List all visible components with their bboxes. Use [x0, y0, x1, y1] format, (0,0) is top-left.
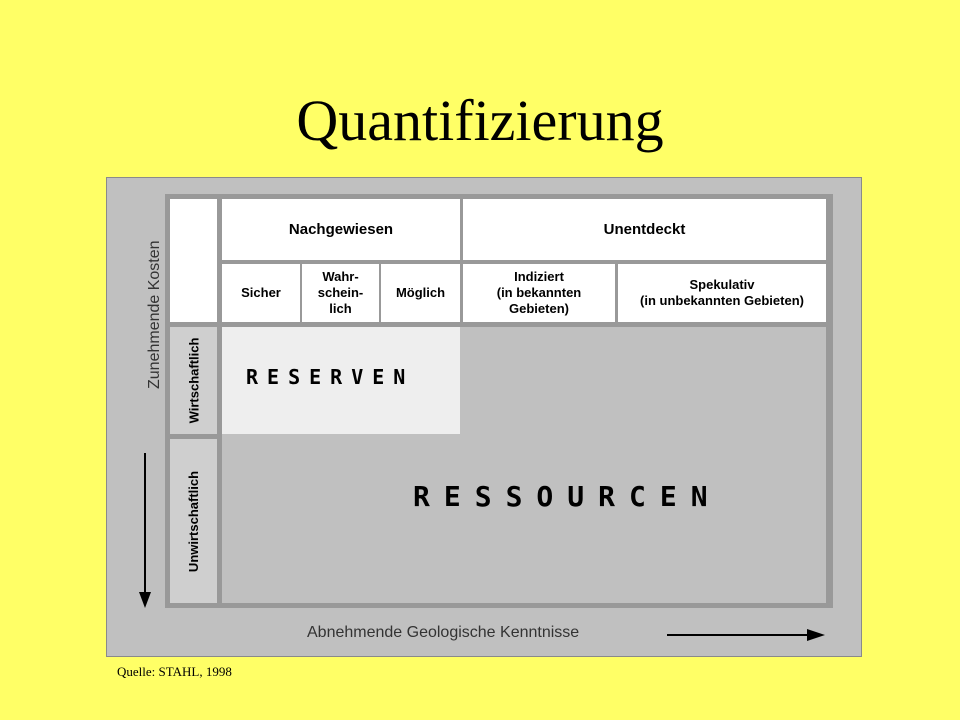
row-label-wirtschaftlich: Wirtschaftlich — [170, 327, 217, 434]
header-indiziert-line1: Indiziert — [514, 269, 564, 285]
classification-grid: Nachgewiesen Unentdeckt Sicher Wahr- sch… — [165, 194, 833, 608]
classification-diagram: Zunehmende Kosten Nachgewiesen Unentdeck… — [106, 177, 862, 657]
ressourcen-label: RESSOURCEN — [413, 480, 722, 513]
header-sicher: Sicher — [222, 264, 300, 322]
header-wahrscheinlich-line3: lich — [329, 300, 352, 316]
header-moeglich: Möglich — [381, 264, 460, 322]
corner-cell — [170, 199, 217, 322]
reserven-area: RESERVEN — [222, 327, 460, 434]
header-indiziert-line3: Gebieten) — [509, 300, 569, 316]
header-wahrscheinlich: Wahr- schein- lich — [302, 264, 379, 322]
header-nachgewiesen: Nachgewiesen — [222, 199, 460, 260]
arrow-down-icon — [139, 453, 151, 608]
arrow-right-icon — [667, 629, 825, 641]
header-unentdeckt: Unentdeckt — [463, 199, 826, 260]
header-spekulativ-line2: (in unbekannten Gebieten) — [640, 293, 804, 308]
header-indiziert: Indiziert (in bekannten Gebieten) — [463, 264, 615, 322]
axis-arrows — [139, 453, 825, 641]
header-spekulativ: Spekulativ (in unbekannten Gebieten) — [618, 264, 826, 322]
header-indiziert-line2: (in bekannten — [496, 285, 582, 301]
row-label-unwirtschaftlich: Unwirtschaftlich — [170, 439, 217, 603]
axis-label-decreasing-knowledge: Abnehmende Geologische Kenntnisse — [307, 624, 580, 641]
header-spekulativ-line1: Spekulativ — [689, 277, 755, 293]
slide-title: Quantifizierung — [296, 88, 664, 153]
source-citation: Quelle: STAHL, 1998 — [117, 664, 232, 679]
header-wahrscheinlich-line1: Wahr- — [322, 269, 359, 285]
header-wahrscheinlich-line2: schein- — [317, 285, 364, 301]
